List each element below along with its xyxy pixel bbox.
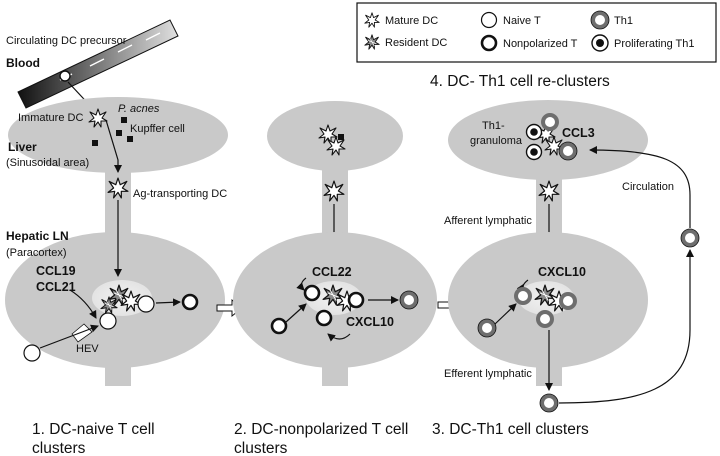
bacterium: [92, 140, 98, 146]
sinusoidal-label: (Sinusoidal area): [6, 157, 89, 169]
legend-box: [356, 2, 717, 63]
ccl3-label: CCL3: [562, 126, 595, 140]
blood-vessel: [17, 19, 179, 109]
blood-label: Blood: [6, 56, 40, 70]
legend: Mature DC Resident DC Naive T Nonpolariz…: [356, 2, 717, 63]
stage-3: 4. DC- Th1 cell re-clusters Th1- granulo…: [430, 73, 700, 438]
th1-cell: [559, 292, 577, 310]
circulation-return: [589, 146, 691, 228]
stage1-caption-line1: 1. DC-naive T cell: [32, 421, 155, 438]
nonpolarized-t-icon: [480, 34, 498, 52]
efferent-label: Efferent lymphatic: [444, 368, 532, 380]
naive-t-cell: [137, 295, 155, 313]
granuloma-label-line2: granuloma: [470, 135, 523, 147]
naive-t-cell: [23, 344, 41, 362]
paracortex-label: (Paracortex): [6, 247, 67, 259]
naive-t-cell: [99, 312, 117, 330]
ag-transporting-label: Ag-transporting DC: [133, 188, 227, 200]
ccl21-label: CCL21: [36, 280, 76, 294]
nonpolarized-t-cell: [303, 284, 321, 302]
legend-nonpolarized-t: Nonpolarized T: [503, 38, 578, 50]
legend-naive-t: Naive T: [503, 15, 541, 27]
granuloma-label-line1: Th1-: [482, 120, 505, 132]
hepatic-ln-label: Hepatic LN: [6, 229, 69, 243]
immature-dc-label: Immature DC: [18, 112, 83, 124]
bacterium: [338, 134, 344, 140]
nonpolarized-t-cell: [181, 293, 199, 311]
bacterium: [127, 136, 133, 142]
stage-2: CCL22 CXCL10 2. DC-nonpolarized T cell c…: [233, 101, 437, 456]
cxcl10-label-3: CXCL10: [538, 265, 586, 279]
th1-cell: [514, 287, 532, 305]
hev-label: HEV: [76, 343, 99, 355]
afferent-label: Afferent lymphatic: [444, 215, 532, 227]
stage2-caption-line1: 2. DC-nonpolarized T cell: [234, 421, 408, 438]
nonpolarized-t-cell: [347, 291, 365, 309]
cxcl10-label-2: CXCL10: [346, 315, 394, 329]
legend-proliferating-th1: Proliferating Th1: [614, 38, 695, 50]
th1-cell: [536, 310, 554, 328]
circulation-path: [558, 249, 694, 404]
th1-cell: [400, 291, 418, 309]
th1-cell: [681, 229, 699, 247]
nonpolarized-t-cell: [315, 309, 333, 327]
ccl22-label: CCL22: [312, 265, 352, 279]
th1-cell: [478, 319, 496, 337]
nonpolarized-t-cell: [270, 317, 288, 335]
stage4-caption: 4. DC- Th1 cell re-clusters: [430, 73, 610, 90]
bacterium: [121, 117, 127, 123]
p-acnes-label: P. acnes: [118, 103, 160, 115]
dc-precursor-cell: [59, 70, 71, 82]
legend-th1: Th1: [614, 15, 633, 27]
lymphatic-duct-1b: [105, 362, 131, 386]
th1-cell: [541, 113, 559, 131]
ccl19-label: CCL19: [36, 264, 76, 278]
stage-1: Circulating DC precursor Blood Immature …: [5, 19, 228, 456]
bacterium: [116, 130, 122, 136]
stage1-caption-line2: clusters: [32, 440, 86, 456]
circulation-label: Circulation: [622, 181, 674, 193]
kupffer-label: Kupffer cell: [130, 123, 185, 135]
stage2-caption-line2: clusters: [234, 440, 288, 456]
circulating-precursor-label: Circulating DC precursor: [6, 35, 127, 47]
th1-cell: [559, 142, 577, 160]
legend-resident-dc: Resident DC: [385, 37, 447, 49]
liver-label: Liver: [8, 140, 37, 154]
th1-cell: [540, 394, 558, 412]
stage3-caption: 3. DC-Th1 cell clusters: [432, 421, 589, 438]
th1-icon: [591, 11, 609, 29]
legend-mature-dc: Mature DC: [385, 15, 438, 27]
naive-t-icon: [480, 11, 498, 29]
